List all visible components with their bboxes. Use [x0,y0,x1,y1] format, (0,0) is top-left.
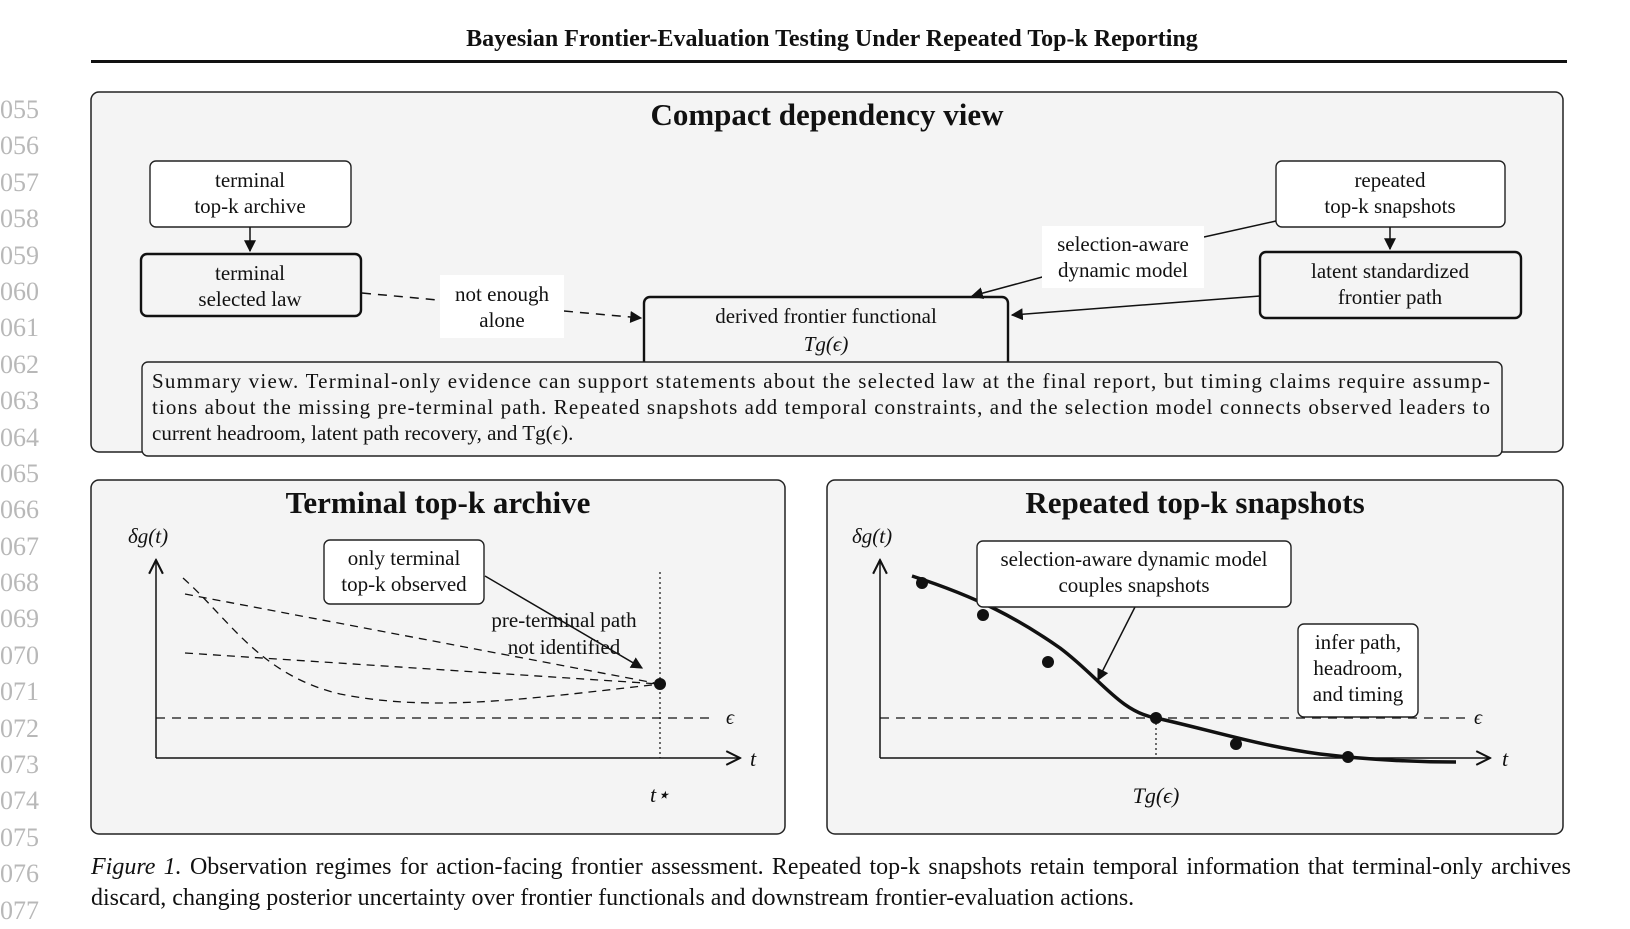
terminal-callout-box [323,539,485,605]
arrow [970,275,1047,299]
latent-path-node [1258,250,1523,320]
terminal-selected-law-label: terminal [215,261,285,285]
line-numbers: 055 056 057 058 059 060 061 062 063 064 … [0,92,50,929]
line-number: 077 [0,895,39,925]
terminal-callout-text: only terminal [348,546,461,570]
line-number: 061 [0,313,39,343]
repeated-snapshots-label: repeated [1354,168,1426,192]
snapshot-point [916,577,928,589]
snapshot-point [1150,712,1162,724]
line-number: 076 [0,859,39,889]
terminal-archive-label: top-k archive [194,194,305,218]
terminal-epsilon-label: ϵ [726,707,735,729]
figure-caption: Figure 1. Observation regimes for action… [91,852,1571,914]
dashed-arrow [563,310,643,323]
summary-box [141,361,1503,457]
line-number: 067 [0,531,39,561]
line-number: 060 [0,276,39,306]
snapshot-point [1042,656,1054,668]
pre-terminal-note: not identified [508,635,621,659]
line-number: 075 [0,822,39,852]
dependency-panel-title: Compact dependency view [650,97,1004,132]
repeated-panel-title: Repeated top-k snapshots [1025,485,1364,520]
repeated-snapshots-label: top-k snapshots [1324,194,1455,218]
line-number: 068 [0,568,39,598]
line-number: 069 [0,604,39,634]
terminal-x-label: t [750,746,757,771]
line-number: 074 [0,786,39,816]
infer-box-text: headroom, [1313,656,1402,680]
not-enough-label-bg [440,275,564,338]
line-number: 070 [0,640,39,670]
latent-path-label: frontier path [1338,285,1443,309]
candidate-path [184,593,661,685]
connector [1203,220,1277,238]
terminal-y-label: δg(t) [128,524,168,548]
selection-model-label: selection-aware [1057,232,1189,256]
title-rule [91,60,1567,63]
derived-functional-label: derived frontier functional [715,304,937,328]
selection-model-label: dynamic model [1058,258,1188,282]
infer-box [1297,623,1419,718]
candidate-path [182,577,661,704]
repeated-x-label: t [1502,746,1509,771]
line-number: 058 [0,204,39,234]
derived-functional-symbol: Tg(ϵ) [804,332,849,356]
line-number: 066 [0,495,39,525]
candidate-path [184,652,661,685]
repeated-callout-text: selection-aware dynamic model [1000,547,1267,571]
summary-line: tions about the missing pre-terminal pat… [152,395,1490,419]
caption-text: Observation regimes for action-facing fr… [91,854,1572,911]
line-number: 059 [0,240,39,270]
terminal-selected-law-label: selected law [198,287,302,311]
t-star-label: t⋆ [650,782,670,807]
line-number: 057 [0,167,39,197]
line-number: 062 [0,349,39,379]
selection-model-label-bg [1042,226,1204,288]
dashed-connector [361,292,439,301]
caption-label: Figure 1. [91,854,182,880]
line-number: 064 [0,422,39,452]
snapshot-point [1342,751,1354,763]
terminal-selected-law-node [139,252,363,318]
snapshot-point [977,609,989,621]
line-number: 065 [0,458,39,488]
summary-line: Summary view. Terminal-only evidence can… [152,369,1490,393]
repeated-y-label: δg(t) [852,524,892,548]
terminal-observation-point [654,678,666,690]
not-enough-label: not enough [455,282,549,306]
repeated-callout-box [976,540,1292,608]
pre-terminal-note: pre-terminal path [491,608,637,632]
terminal-panel-title: Terminal top-k archive [286,485,591,520]
infer-box-text: infer path, [1315,630,1401,654]
terminal-panel [90,479,786,835]
line-number: 055 [0,95,39,124]
line-number: 071 [0,677,39,707]
crossing-label: Tg(ϵ) [1133,783,1180,808]
terminal-archive-label: terminal [215,168,285,192]
snapshot-point [1230,738,1242,750]
figure-1: Compact dependency view terminal top-k a… [90,91,1564,835]
line-number: 056 [0,131,39,161]
repeated-epsilon-label: ϵ [1474,707,1483,729]
line-number: 063 [0,386,39,416]
terminal-callout-text: top-k observed [341,572,467,596]
summary-line: current headroom, latent path recovery, … [152,421,573,445]
infer-box-text: and timing [1313,682,1404,706]
repeated-panel [826,479,1564,835]
arrow [1010,295,1261,321]
latent-path-label: latent standardized [1311,259,1470,283]
callout-arrow [484,575,644,669]
repeated-callout-text: couples snapshots [1058,573,1209,597]
line-number: 072 [0,713,39,743]
line-number: 073 [0,750,39,780]
callout-arrow [1097,606,1136,682]
not-enough-label: alone [479,308,524,332]
running-title: Bayesian Frontier-Evaluation Testing Und… [466,26,1198,52]
